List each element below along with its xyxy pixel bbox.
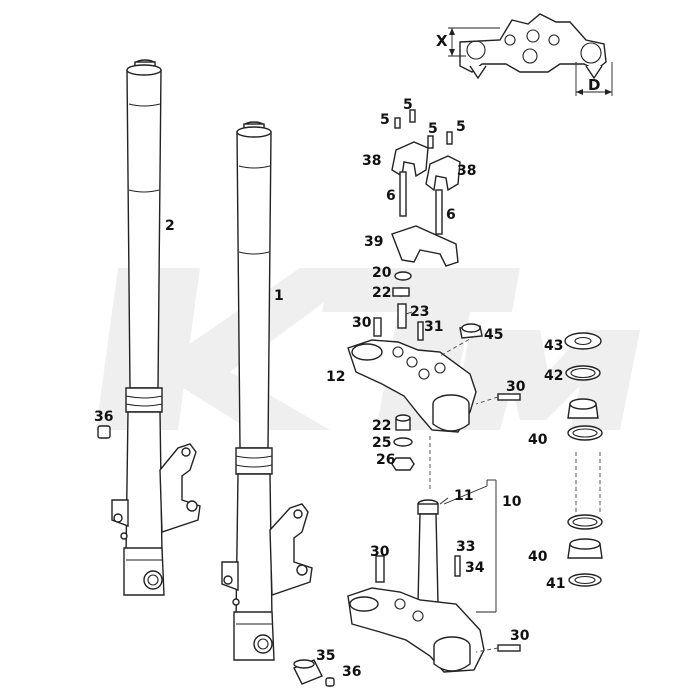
upper-triple-clamp [347,335,521,433]
callout-38: 38 [362,153,381,169]
callout-30: 30 [510,628,530,644]
callout-22: 22 [372,285,391,301]
callout-5: 5 [456,119,466,135]
callout-23: 23 [410,304,429,320]
callout-39: 39 [364,234,383,250]
dimension-x-label: X [436,32,448,50]
callout-45: 45 [484,327,503,343]
handlebar-clamp-parts [373,109,483,341]
callout-43: 43 [544,338,563,354]
callout-36: 36 [342,664,361,680]
callout-30: 30 [370,544,390,560]
callout-40: 40 [528,549,548,565]
dimension-d-label: D [588,76,600,94]
callout-26: 26 [376,452,395,468]
callout-6: 6 [446,207,456,223]
callout-12: 12 [326,369,345,385]
callout-35: 35 [316,648,335,664]
top-clamp-dimension-view: X D [436,13,613,96]
callout-38: 38 [457,163,476,179]
callout-25: 25 [372,435,391,451]
fork-leg-1 [221,121,313,661]
callout-30: 30 [506,379,526,395]
callout-30: 30 [352,315,372,331]
callout-40: 40 [528,432,548,448]
steering-stem-assembly [347,499,521,673]
callout-22: 22 [372,418,391,434]
callout-31: 31 [424,319,443,335]
callout-5: 5 [428,121,438,137]
callout-41: 41 [546,576,565,592]
callout-2: 2 [165,218,175,234]
callout-36: 36 [94,409,113,425]
bearing-parts [564,332,603,587]
leader-lines [405,311,497,613]
bushing-parts [97,425,335,687]
callout-labels: 1 2 5 5 5 5 38 38 6 6 39 20 22 23 30 31 … [94,97,565,680]
callout-11: 11 [454,488,473,504]
callout-42: 42 [544,368,563,384]
callout-10: 10 [502,494,522,510]
stem-nut-parts [391,414,431,492]
callout-5: 5 [380,112,390,128]
callout-1: 1 [274,288,284,304]
callout-33: 33 [456,539,475,555]
callout-6: 6 [386,188,396,204]
callout-34: 34 [465,560,485,576]
callout-5: 5 [403,97,413,113]
fork-leg-2 [111,59,201,596]
callout-20: 20 [372,265,392,281]
